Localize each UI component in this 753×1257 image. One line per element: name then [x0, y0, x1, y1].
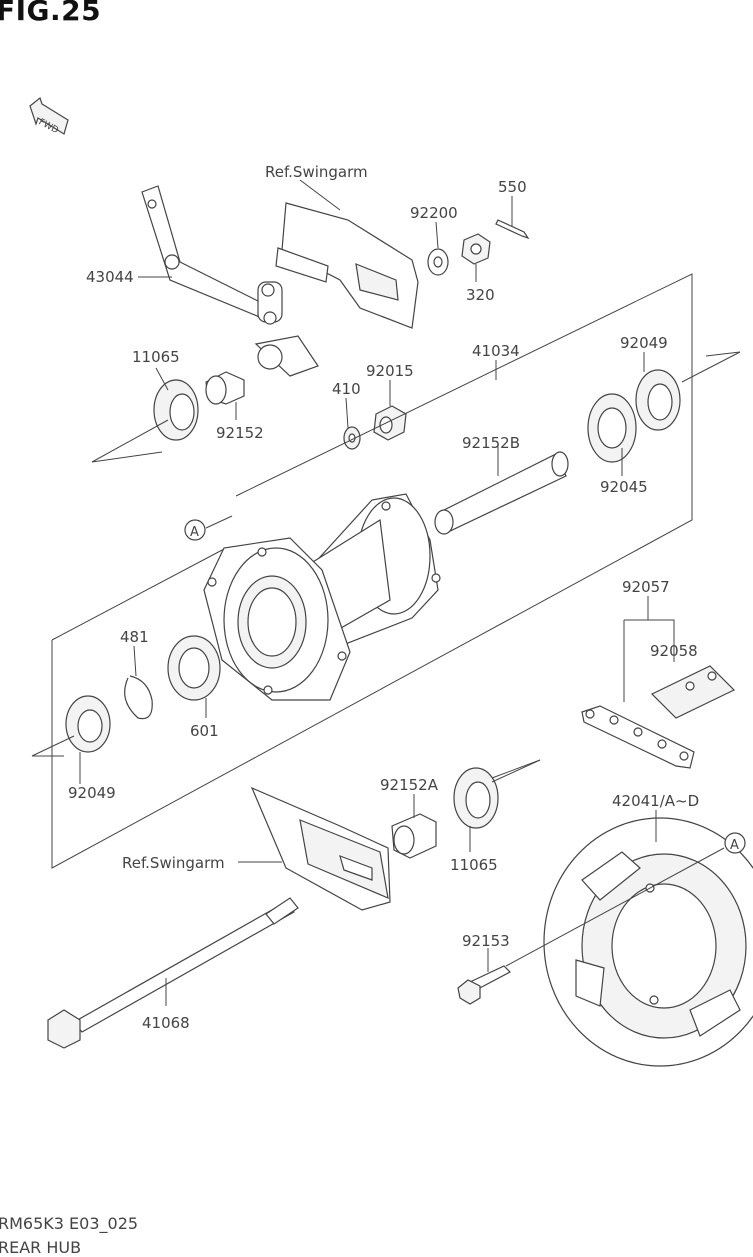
model-code: RM65K3 E03_025 [0, 1214, 139, 1233]
figure-title: FIG.25 [0, 0, 102, 27]
label-41068: 41068 [142, 1014, 190, 1032]
section-name: REAR HUB [0, 1238, 82, 1257]
label-92153: 92153 [462, 932, 510, 950]
ref-a-right: A [724, 832, 746, 854]
axle-41068 [47, 897, 299, 1049]
washer-410 [343, 426, 361, 450]
label-11065-top: 11065 [132, 348, 180, 366]
ref-a-right-text: A [730, 838, 739, 853]
rear-hub-41034 [203, 493, 441, 701]
label-92045: 92045 [600, 478, 648, 496]
circlip-481 [124, 675, 153, 720]
chain-92057 [581, 705, 695, 769]
bearing-92045 [587, 393, 637, 463]
collar-92152 [205, 371, 245, 405]
washer-92200 [427, 248, 449, 276]
label-92152A: 92152A [380, 776, 439, 794]
label-550: 550 [498, 178, 527, 196]
seal-92049-top [635, 369, 681, 431]
nut-92015 [373, 405, 407, 441]
label-92058: 92058 [650, 642, 698, 660]
ref-a-left-text: A [190, 525, 199, 540]
bolt-92153 [457, 965, 511, 1005]
label-92057: 92057 [622, 578, 670, 596]
bearing-601 [167, 635, 221, 701]
spacer-92152A [391, 813, 437, 859]
label-42041: 42041/A~D [612, 792, 699, 810]
label-92015: 92015 [366, 362, 414, 380]
label-92049-top: 92049 [620, 334, 668, 352]
swingarm-bottom [250, 786, 391, 911]
fwd-arrow-icon: FWD [29, 96, 69, 136]
swingarm-top [275, 179, 419, 329]
ref-a-left: A [184, 519, 206, 541]
label-410: 410 [332, 380, 361, 398]
label-92152B: 92152B [462, 434, 520, 452]
label-ref-swingarm-top: Ref.Swingarm [265, 163, 368, 181]
cotter-pin-550 [495, 219, 530, 240]
label-92049-bottom: 92049 [68, 784, 116, 802]
collar-11065-bottom [453, 767, 499, 829]
label-481: 481 [120, 628, 149, 646]
label-41034: 41034 [472, 342, 520, 360]
label-11065-bottom: 11065 [450, 856, 498, 874]
label-92200: 92200 [410, 204, 458, 222]
seal-92049-bottom [65, 695, 111, 753]
label-ref-swingarm-bottom: Ref.Swingarm [122, 854, 225, 872]
chain-joint-92058 [650, 665, 736, 719]
collar-11065-top [153, 379, 199, 441]
label-320: 320 [466, 286, 495, 304]
label-92152: 92152 [216, 424, 264, 442]
chain-adjuster-43044 [141, 185, 319, 377]
spacer-92152B [434, 451, 569, 535]
sprocket-42041 [543, 817, 753, 1067]
label-601: 601 [190, 722, 219, 740]
label-43044: 43044 [86, 268, 134, 286]
nut-320 [461, 233, 491, 265]
